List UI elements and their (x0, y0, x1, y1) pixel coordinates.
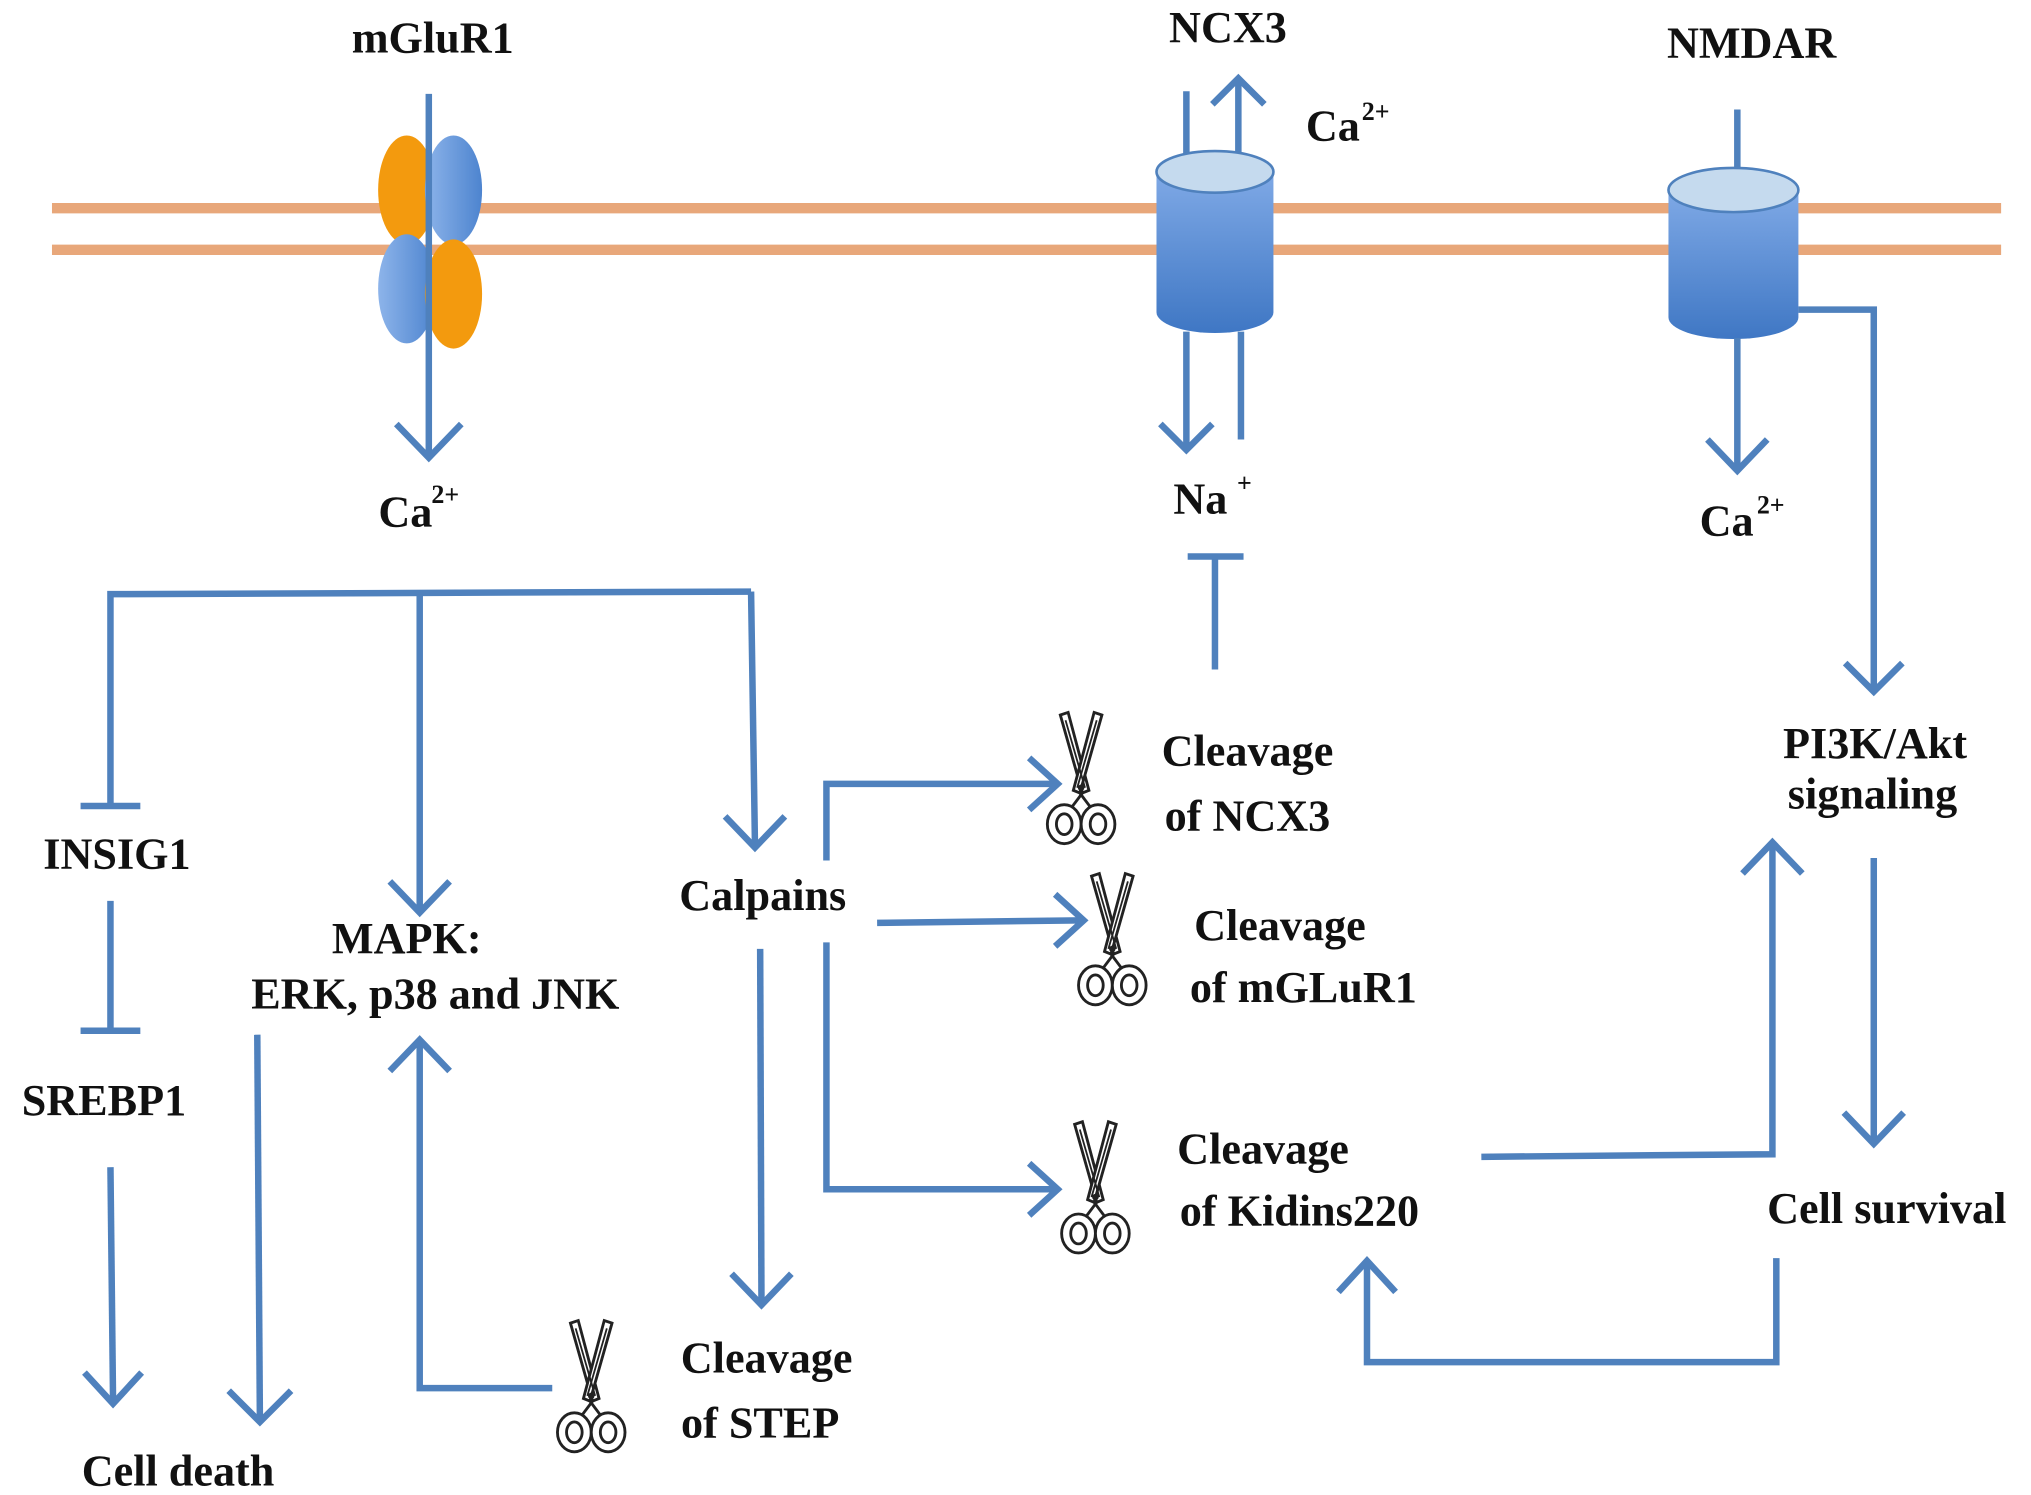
step-cleavage-line2: of STEP (681, 1398, 839, 1447)
pi3k-akt-node-line1: PI3K/Akt (1783, 719, 1967, 768)
mglur1-ca-arrow (393, 93, 464, 463)
calpains-to-step-arrow (729, 948, 794, 1310)
mapk-node-line1: MAPK: (332, 914, 482, 963)
pi3k-to-survival-arrow (1841, 857, 1907, 1149)
ncx3-cleavage-inhibits-na (1187, 553, 1244, 670)
mapk-node-line2: ERK, p38 and JNK (251, 970, 620, 1019)
ca-branch-lines (80, 588, 788, 918)
scissors-icon-kidins220 (1060, 1120, 1131, 1255)
nmdar-ca-arrow (1705, 338, 1770, 476)
insig1-node: INSIG1 (43, 829, 190, 878)
step-to-mapk-arrow (387, 1035, 553, 1392)
mglur1-cleavage-line2: of mGLuR1 (1190, 963, 1417, 1012)
scissors-icon-ncx3 (1045, 710, 1117, 846)
calpains-cleavage-branches (823, 755, 1089, 1218)
nmdar-to-pi3k-arrow (1798, 306, 1905, 697)
nmdar-ca-charge: 2+ (1757, 491, 1785, 520)
scissors-icon-mglur1 (1077, 872, 1148, 1007)
cell-death-node: Cell death (82, 1447, 275, 1495)
ncx3-na-label: Na (1173, 475, 1227, 524)
ncx3-label: NCX3 (1169, 3, 1287, 52)
mglur1-label: mGluR1 (352, 13, 514, 62)
nmdar-channel-icon (1667, 166, 1800, 340)
srebp1-to-death-arrow (82, 1167, 145, 1409)
ncx3-channel-icon (1155, 149, 1275, 333)
mglur1-ca-label: Ca (378, 488, 432, 537)
mapk-to-death-arrow (226, 1034, 294, 1427)
nmdar-label: NMDAR (1667, 19, 1837, 68)
kidins220-cleavage-line1: Cleavage (1177, 1124, 1349, 1173)
insig1-inhibits-srebp1 (80, 900, 141, 1035)
ncx3-ca-label: Ca (1306, 102, 1360, 151)
pi3k-akt-node-line2: signaling (1788, 770, 1957, 819)
srebp1-node: SREBP1 (22, 1076, 186, 1125)
cell-survival-node: Cell survival (1767, 1184, 2006, 1233)
step-cleavage-line1: Cleavage (681, 1334, 853, 1383)
ncx3-exchanger-arrows (1158, 73, 1267, 455)
scissors-icon-step (556, 1319, 627, 1454)
nmdar-ca-label: Ca (1700, 497, 1754, 546)
mglur1-ca-charge: 2+ (431, 480, 459, 509)
ncx3-cleavage-line1: Cleavage (1162, 727, 1334, 776)
mglur1-receptor-icon (378, 135, 483, 349)
ncx3-ca-charge: 2+ (1362, 97, 1390, 126)
calpains-node: Calpains (679, 871, 846, 920)
kidins220-to-pi3k-arrow (1481, 837, 1805, 1161)
kidins220-cleavage-line2: of Kidins220 (1180, 1187, 1419, 1236)
mglur1-cleavage-line1: Cleavage (1194, 901, 1366, 950)
survival-to-kidins220-arrow (1336, 1255, 1780, 1366)
ncx3-na-charge: + (1237, 469, 1252, 498)
ncx3-cleavage-line2: of NCX3 (1165, 792, 1331, 841)
